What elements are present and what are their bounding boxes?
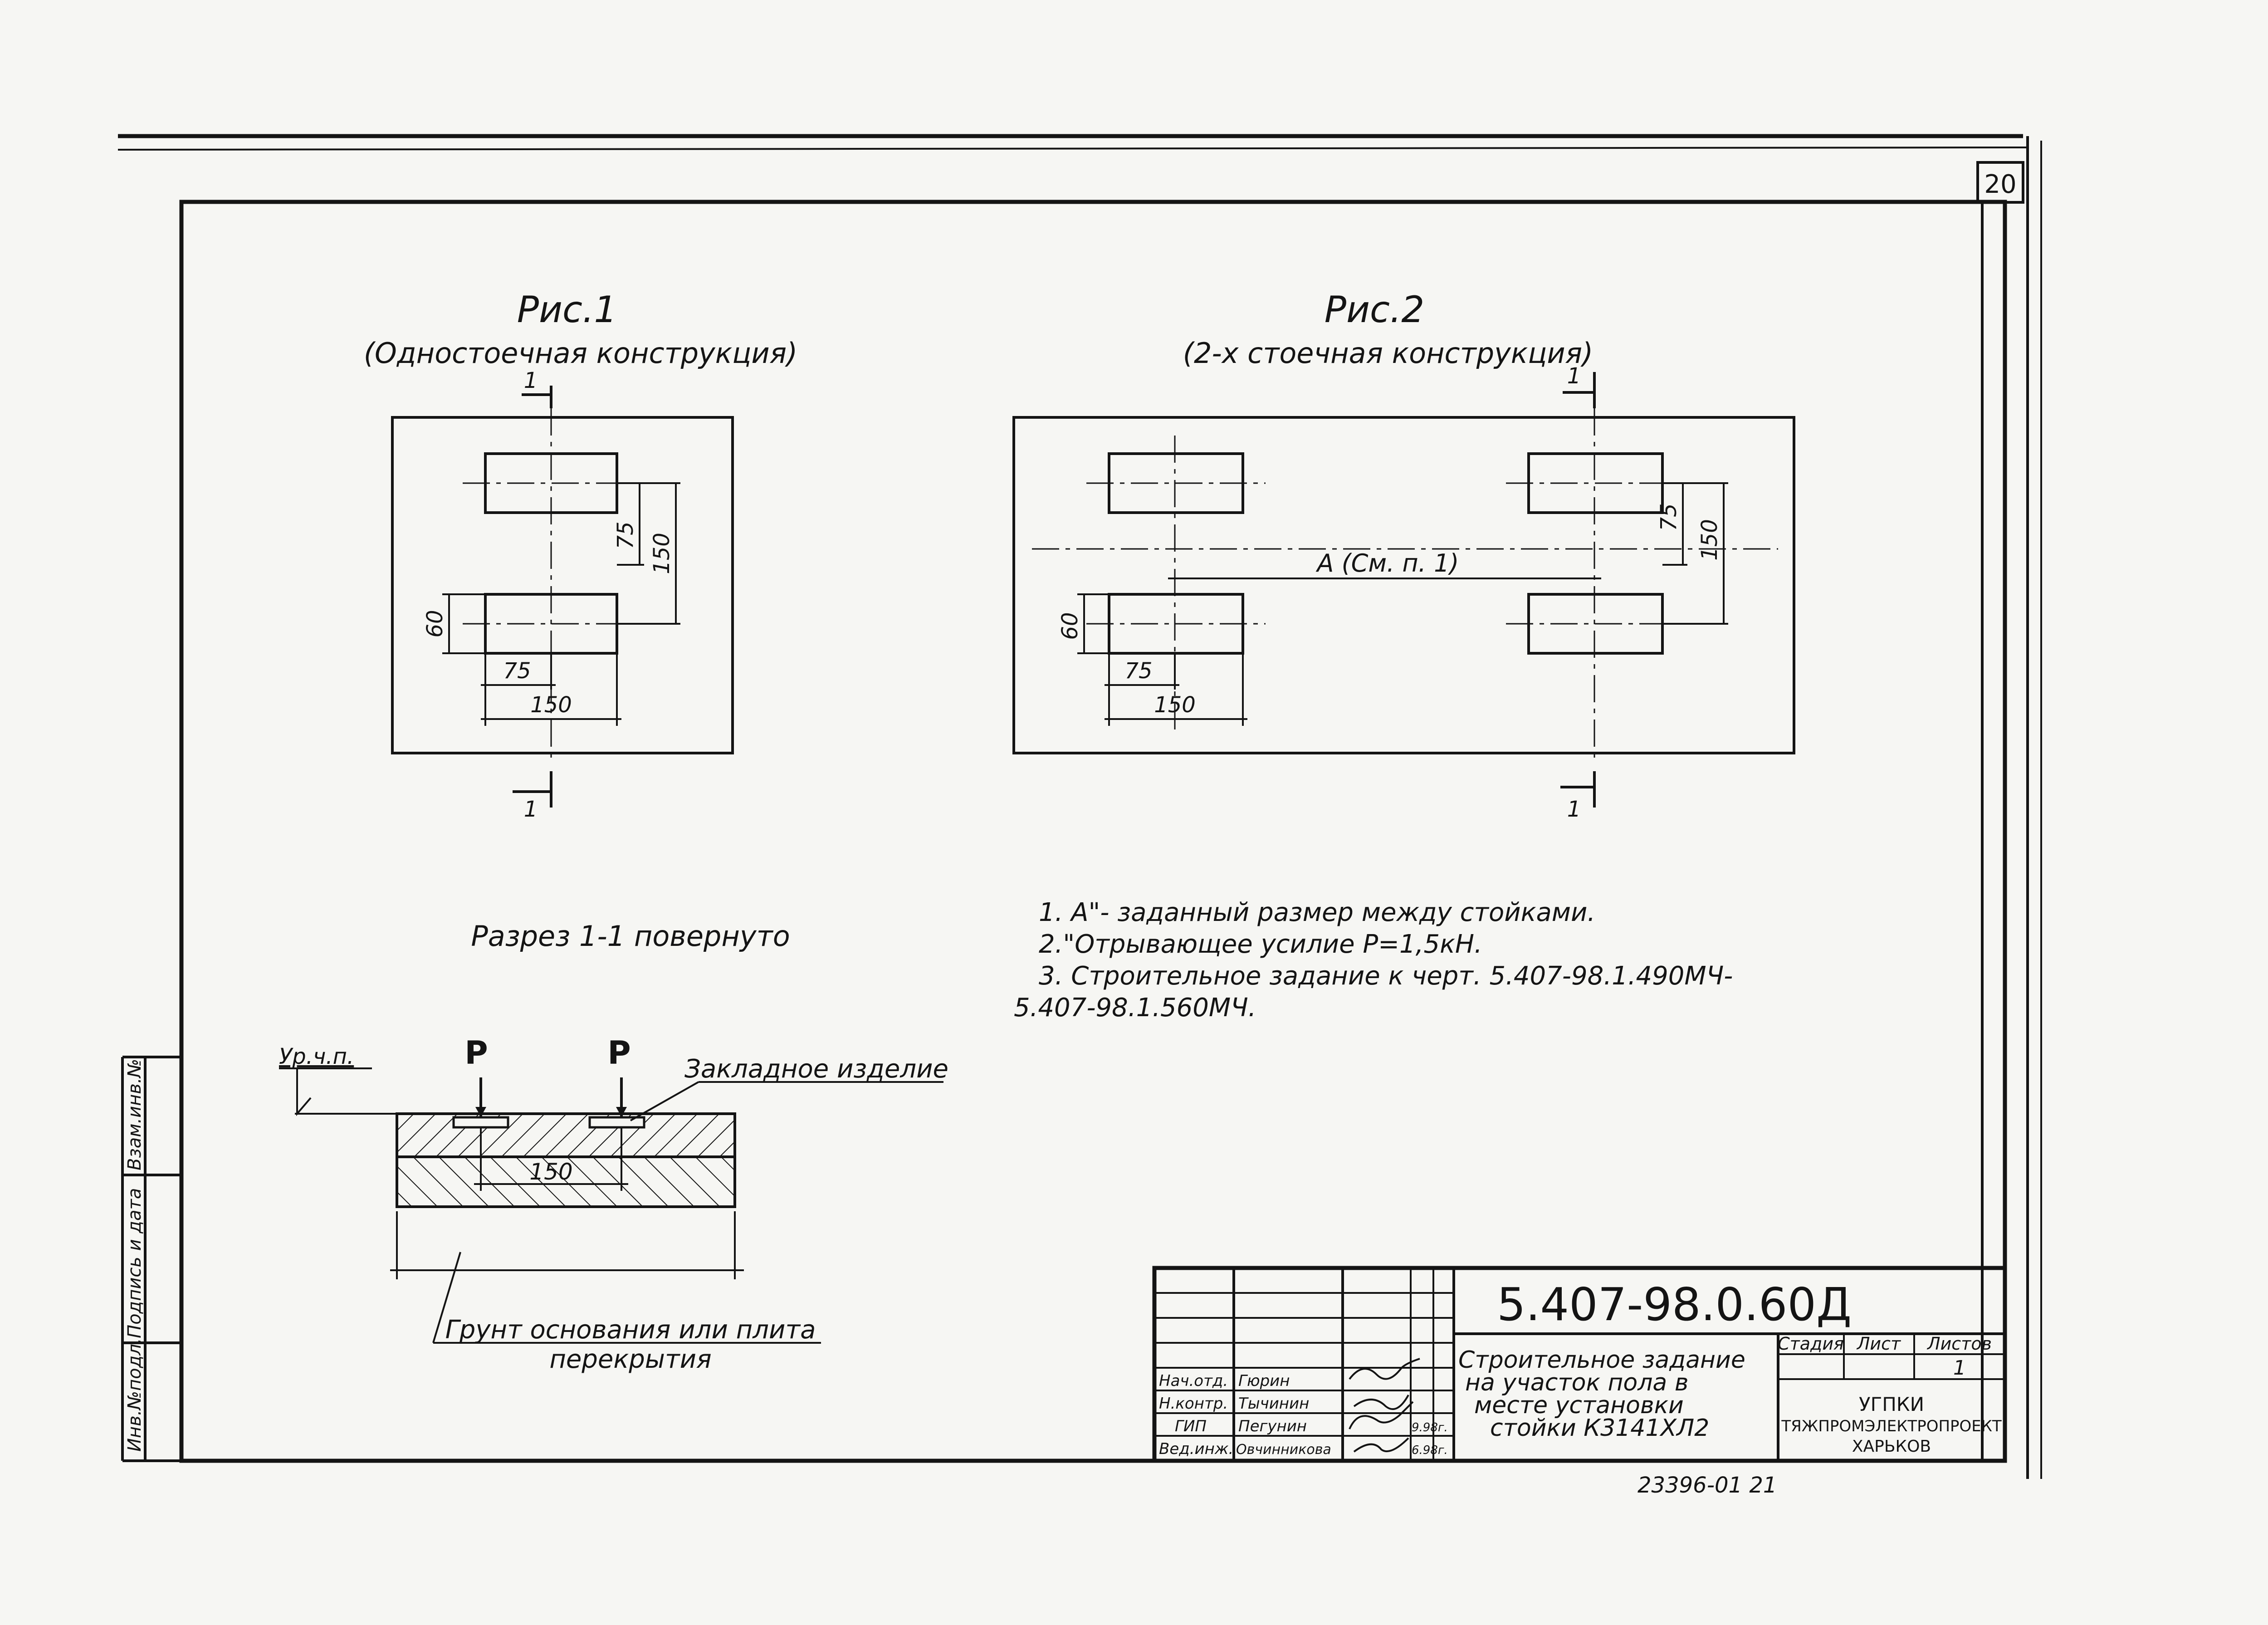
side-stamp-vzam: Взам.инв.№ <box>124 1059 145 1170</box>
section-level-label: Ур.ч.п. <box>279 1044 354 1069</box>
signature-1 <box>1349 1358 1420 1380</box>
name-2: Тычинин <box>1238 1395 1309 1413</box>
date-1: 9.98г. <box>1412 1421 1448 1434</box>
signature-2 <box>1353 1395 1409 1410</box>
note-3-continued: 5.407-98.1.560МЧ. <box>1014 993 1256 1023</box>
header-stage: Стадия <box>1778 1334 1844 1354</box>
name-4: Овчинникова <box>1236 1442 1331 1458</box>
fig2-slab-outline <box>1012 416 1795 754</box>
name-3: Пегунин <box>1238 1417 1307 1435</box>
name-1: Гюрин <box>1238 1372 1290 1390</box>
fig2-subtitle: (2-х стоечная конструкция) <box>1183 337 1593 370</box>
section-title: Разрез 1-1 повернуто <box>471 920 790 953</box>
archive-number: 23396-01 21 <box>1637 1473 1777 1498</box>
fig1-slab-outline <box>391 416 734 754</box>
org-line-1: УГПКИ <box>1859 1393 1924 1415</box>
fig1-dim-60: 60 <box>422 610 448 637</box>
section-dim-150: 150 <box>529 1159 572 1185</box>
fig2-section-mark-top: 1 <box>1567 363 1581 389</box>
description-line-4: стойки К3141ХЛ2 <box>1490 1415 1709 1442</box>
note-2: 2."Отрывающее усилие P=1,5кН. <box>1039 930 1482 959</box>
section-floor-layer <box>396 1112 736 1158</box>
fig2-dim-75-vertical: 75 <box>1656 503 1681 531</box>
fig2-title: Рис.2 <box>1325 289 1425 331</box>
notes: 1. A"- заданный размер между стойками. 2… <box>1014 898 1733 1023</box>
fig1-section-mark-bottom: 1 <box>524 797 538 822</box>
fig1-dim-150-horizontal: 150 <box>530 692 572 718</box>
section-embedded-label: Закладное изделие <box>684 1054 948 1084</box>
section-ground-line2: перекрытия <box>549 1345 711 1374</box>
org-line-3: ХАРЬКОВ <box>1852 1437 1931 1456</box>
section-embedded-part-right <box>588 1116 645 1129</box>
note-3: 3. Строительное задание к черт. 5.407-98… <box>1039 961 1733 991</box>
role-4: Вед.инж. <box>1159 1440 1233 1458</box>
header-sheet: Лист <box>1856 1334 1901 1354</box>
fig1-dim-150-vertical: 150 <box>649 533 675 574</box>
sheet-number-box: 20 <box>1976 161 2024 204</box>
role-3: ГИП <box>1175 1417 1207 1435</box>
fig1-title: Рис.1 <box>517 289 617 331</box>
fig2-section-mark-bottom: 1 <box>1567 797 1581 822</box>
description-line-2: на участок пола в <box>1465 1369 1688 1396</box>
sheets-count: 1 <box>1953 1356 1966 1380</box>
sheet-number: 20 <box>1984 170 2016 199</box>
header-sheets: Листов <box>1926 1334 1992 1354</box>
date-2: 6.98г. <box>1412 1444 1448 1457</box>
side-stamp-sign: Подпись и дата <box>124 1188 145 1338</box>
drawing-code: 5.407-98.0.60Д <box>1497 1278 1852 1331</box>
fig2-dim-a: A (См. п. 1) <box>1315 549 1459 578</box>
role-1: Нач.отд. <box>1159 1372 1228 1390</box>
section-base-layer <box>396 1155 736 1208</box>
fig1-plan: Рис.1 (Одностоечная конструкция) 75 150 … <box>364 289 797 822</box>
description-line-1: Строительное задание <box>1458 1346 1745 1374</box>
side-stamp-inv: Инв.№подл. <box>124 1338 145 1452</box>
section-load-p-left: P <box>464 1034 488 1072</box>
note-1: 1. A"- заданный размер между стойками. <box>1039 898 1595 927</box>
section-embedded-part-left <box>452 1116 509 1129</box>
description-line-3: месте установки <box>1474 1392 1684 1419</box>
fig2-dim-60: 60 <box>1057 612 1083 640</box>
fig1-subtitle: (Одностоечная конструкция) <box>364 337 797 370</box>
fig2-dim-150-vertical: 150 <box>1697 519 1722 561</box>
signature-4 <box>1353 1437 1409 1453</box>
section-ground-line1: Грунт основания или плита <box>445 1315 816 1345</box>
fig1-section-mark-top: 1 <box>524 368 538 393</box>
fig2-plan: Рис.2 (2-х стоечная конструкция) A (См. … <box>1012 289 1795 822</box>
role-2: Н.контр. <box>1159 1395 1228 1413</box>
sheet-borders <box>117 134 2042 1479</box>
side-stamp: Инв.№подл. Подпись и дата Взам.инв.№ <box>124 1059 145 1452</box>
org-line-2: ТЯЖПРОМЭЛЕКТРОПРОЕКТ <box>1781 1417 2002 1435</box>
fig2-dim-150-horizontal: 150 <box>1154 692 1196 718</box>
title-block: 5.407-98.0.60Д Строительное задание на у… <box>1152 1266 2007 1463</box>
fig2-dim-75-horizontal: 75 <box>1124 658 1152 684</box>
section-load-p-right: P <box>607 1034 631 1072</box>
fig1-dim-75-horizontal: 75 <box>503 658 531 684</box>
fig1-dim-75-vertical: 75 <box>613 521 638 549</box>
section-1-1: Разрез 1-1 повернуто P P Ур.ч.п. Закладн… <box>279 920 948 1374</box>
signature-3 <box>1349 1401 1414 1429</box>
